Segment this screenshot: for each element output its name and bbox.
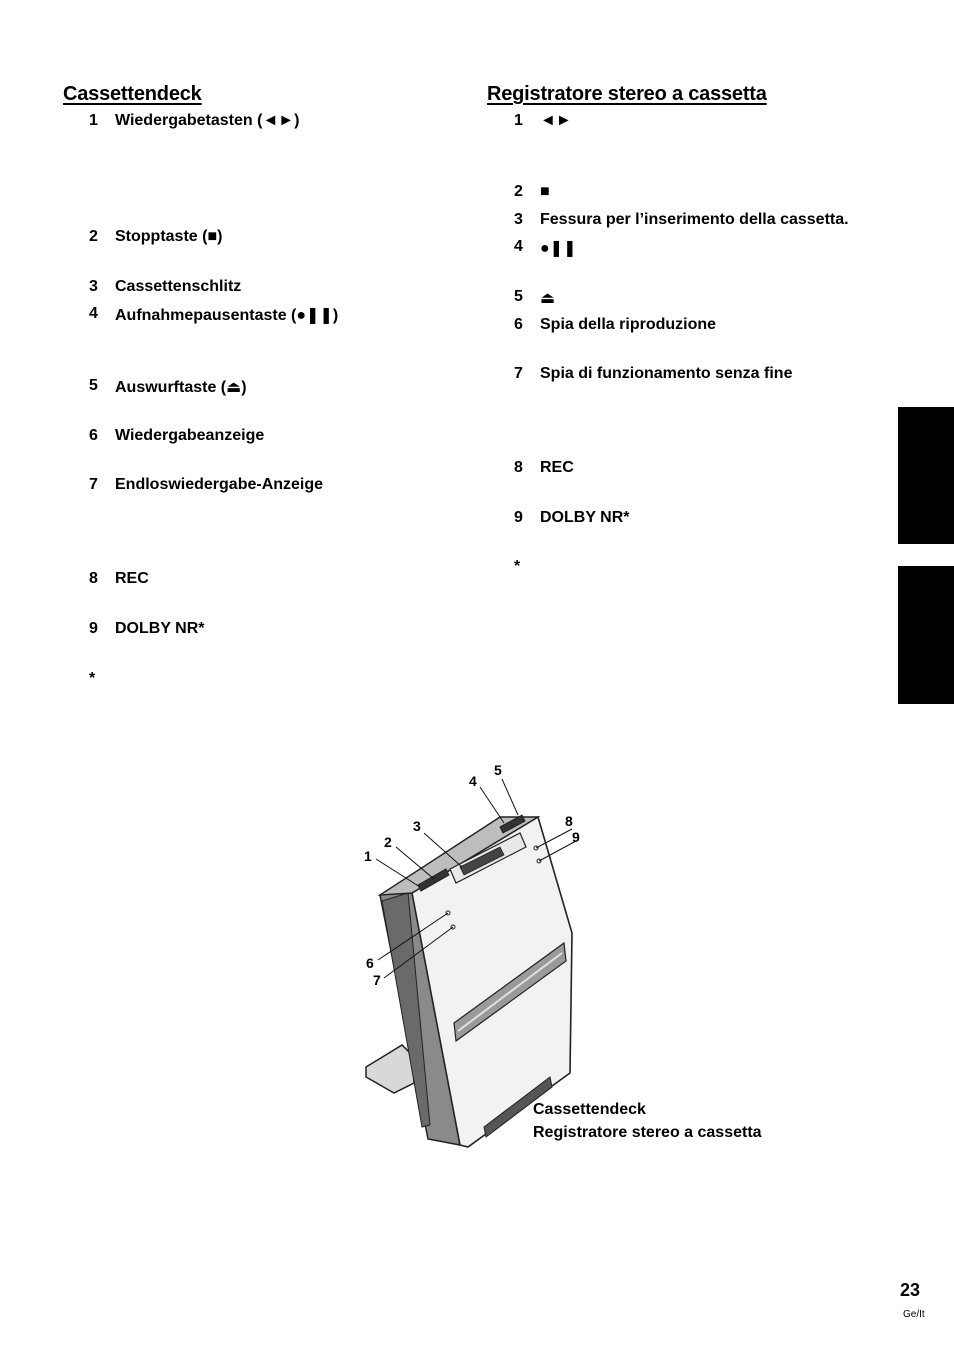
- item-number: 1: [89, 112, 98, 129]
- item-number: 8: [514, 459, 523, 476]
- figure-callout-1: 1: [364, 848, 372, 864]
- item-number: 2: [89, 228, 98, 245]
- language-tab-italian: [898, 566, 954, 704]
- item-number: 9: [89, 620, 98, 637]
- item-number: 7: [89, 476, 98, 493]
- item-label: DOLBY NR*: [115, 620, 205, 637]
- item-number: 4: [514, 238, 523, 255]
- item-label: ■: [540, 183, 550, 200]
- german-section-heading: Cassettendeck: [63, 83, 202, 105]
- top-buttons-right: [499, 814, 526, 834]
- page-language-code: Ge/It: [903, 1309, 925, 1320]
- page-number: 23: [900, 1280, 921, 1300]
- item-number: 5: [89, 377, 98, 394]
- item-number: 8: [89, 570, 98, 587]
- figure-callout-4: 4: [469, 773, 477, 789]
- figure-callout-6: 6: [366, 955, 374, 971]
- item-number: 6: [89, 427, 98, 444]
- top-edge: [377, 816, 541, 896]
- item-number: 1: [514, 112, 523, 129]
- italian-footnote-marker: *: [514, 558, 521, 575]
- item-number: 3: [514, 211, 523, 228]
- german-footnote-marker: *: [89, 670, 96, 687]
- figure-callout-5: 5: [494, 762, 502, 778]
- item-number: 9: [514, 509, 523, 526]
- figure-callout-9: 9: [572, 829, 580, 845]
- item-label: ⏏: [540, 290, 556, 307]
- side-panel: [381, 892, 431, 1128]
- figure-callout-3: 3: [413, 818, 421, 834]
- cassette-slot-inner: [459, 846, 505, 876]
- stand-foot: [365, 1044, 415, 1094]
- item-number: 5: [514, 288, 523, 305]
- item-label: Spia della riproduzione: [540, 316, 717, 333]
- item-label: REC: [115, 570, 149, 587]
- item-label: DOLBY NR*: [540, 509, 630, 526]
- item-label: Endloswiedergabe-Anzeige: [115, 476, 324, 493]
- item-number: 2: [514, 183, 523, 200]
- figure-caption-italian: Registratore stereo a cassetta: [533, 1124, 762, 1141]
- item-label: Spia di funzionamento senza fine: [540, 365, 793, 382]
- cassette-deck-illustration: [365, 778, 577, 1148]
- item-number: 7: [514, 365, 523, 382]
- figure-callout-7: 7: [373, 972, 381, 988]
- item-label: REC: [540, 459, 574, 476]
- item-label: Stopptaste (■): [115, 228, 223, 245]
- item-label: Wiedergabetasten (◄►): [115, 112, 300, 129]
- figure-callout-2: 2: [384, 834, 392, 850]
- figure-callout-8: 8: [565, 813, 573, 829]
- item-label: Wiedergabeanzeige: [115, 427, 265, 444]
- item-label: Cassettenschlitz: [115, 278, 242, 295]
- item-label: Aufnahmepausentaste (●❚❚): [115, 307, 339, 324]
- band-highlight: [457, 952, 563, 1032]
- item-number: 3: [89, 278, 98, 295]
- top-buttons: [417, 868, 450, 892]
- item-label: ◄►: [540, 112, 572, 129]
- item-label: ●❚❚: [540, 240, 577, 257]
- item-number: 6: [514, 316, 523, 333]
- item-label: Auswurftaste (⏏): [115, 379, 247, 396]
- leader-lines: [375, 778, 577, 979]
- language-tab-german: [898, 407, 954, 544]
- item-label: Fessura per l’inserimento della cassetta…: [540, 211, 849, 228]
- figure-caption-german: Cassettendeck: [533, 1101, 646, 1118]
- lower-vent: [483, 1076, 553, 1138]
- italian-section-heading: Registratore stereo a cassetta: [487, 83, 767, 105]
- item-number: 4: [89, 305, 98, 322]
